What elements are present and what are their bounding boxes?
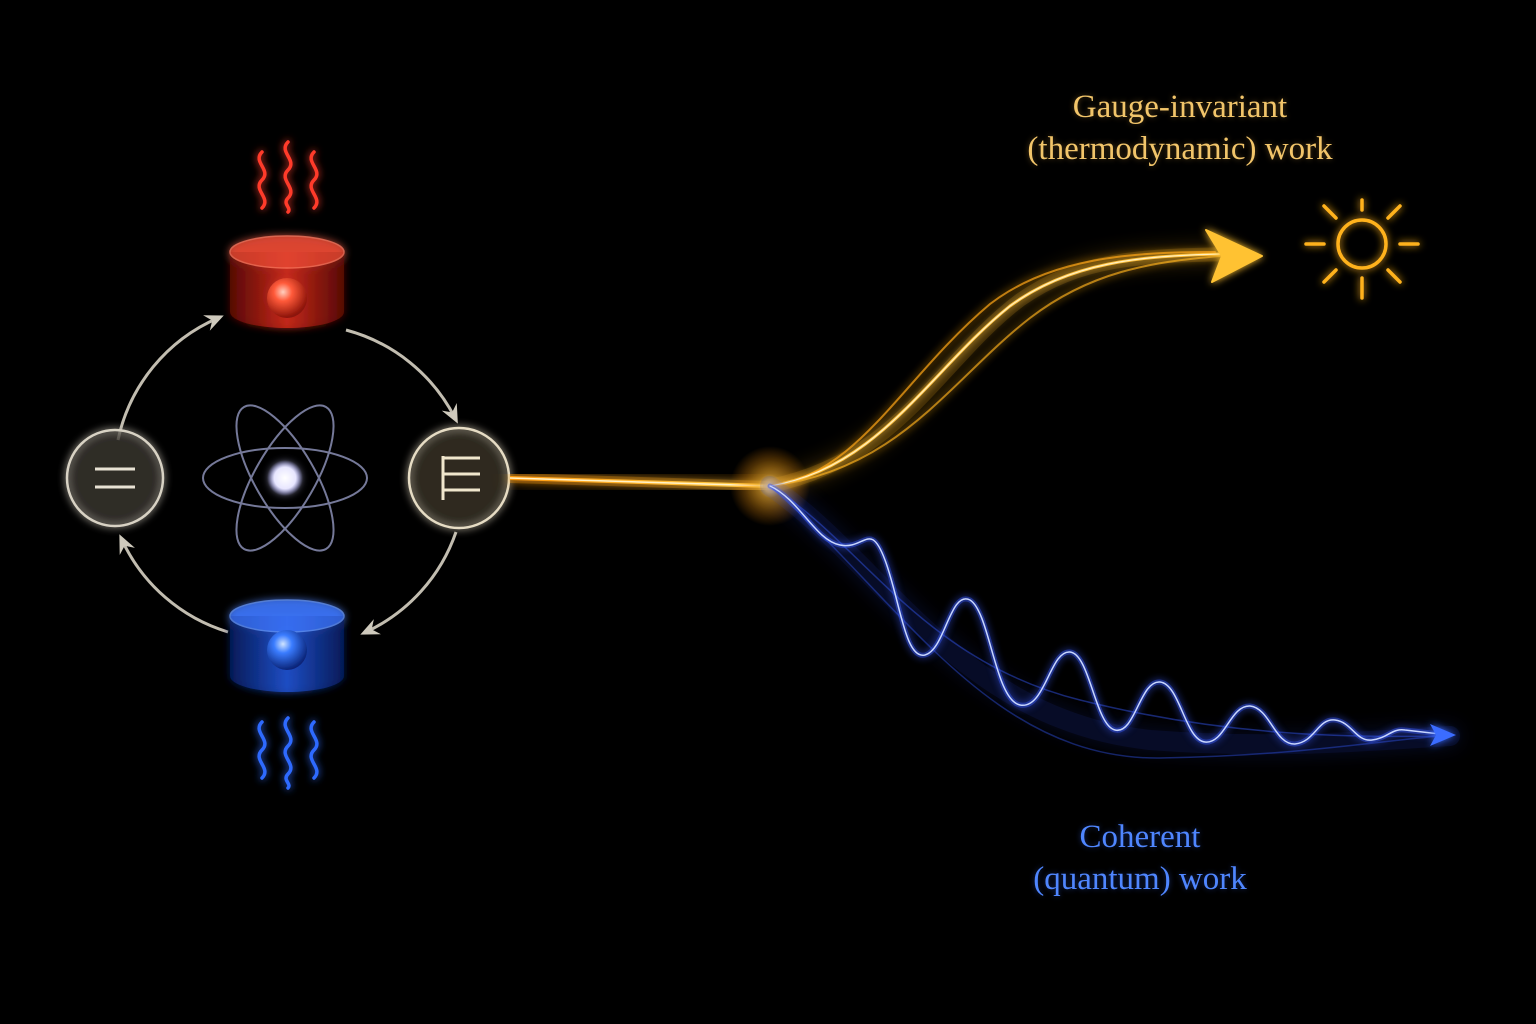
cold-particle <box>267 630 307 670</box>
cycle-arc-bottom-left <box>119 534 229 634</box>
engine-cycle <box>116 315 458 635</box>
coherent-arrow-icon <box>1430 724 1456 746</box>
hot-reservoir-icon <box>229 235 345 328</box>
hot-heat-wave-icon <box>257 140 319 214</box>
cycle-arc-top-left <box>116 315 224 441</box>
thermodynamic-arrow-icon <box>1205 229 1263 283</box>
hot-particle <box>267 278 307 318</box>
cycle-arc-top-right <box>345 328 458 424</box>
cold-heat-wave-icon <box>257 716 319 790</box>
atom-nucleus <box>267 460 303 496</box>
sun-icon <box>1304 198 1420 300</box>
cycle-arc-bottom-right <box>360 531 458 635</box>
coherent-label-line1: Coherent <box>1079 819 1201 855</box>
cold-reservoir-icon <box>229 599 345 692</box>
equal-levels-icon <box>65 428 165 528</box>
split-levels-icon <box>407 426 511 530</box>
thermodynamic-work-label: Gauge-invariant (thermodynamic) work <box>960 86 1400 170</box>
thermodynamic-work-branch <box>763 229 1263 493</box>
thermodynamic-label-line1: Gauge-invariant <box>1072 89 1288 125</box>
coherent-work-label: Coherent (quantum) work <box>930 816 1350 900</box>
thermodynamic-label-line2: (thermodynamic) work <box>1027 131 1333 167</box>
coherent-label-line2: (quantum) work <box>1033 861 1247 897</box>
atom-icon <box>202 404 368 552</box>
coherent-work-branch <box>760 476 1460 759</box>
